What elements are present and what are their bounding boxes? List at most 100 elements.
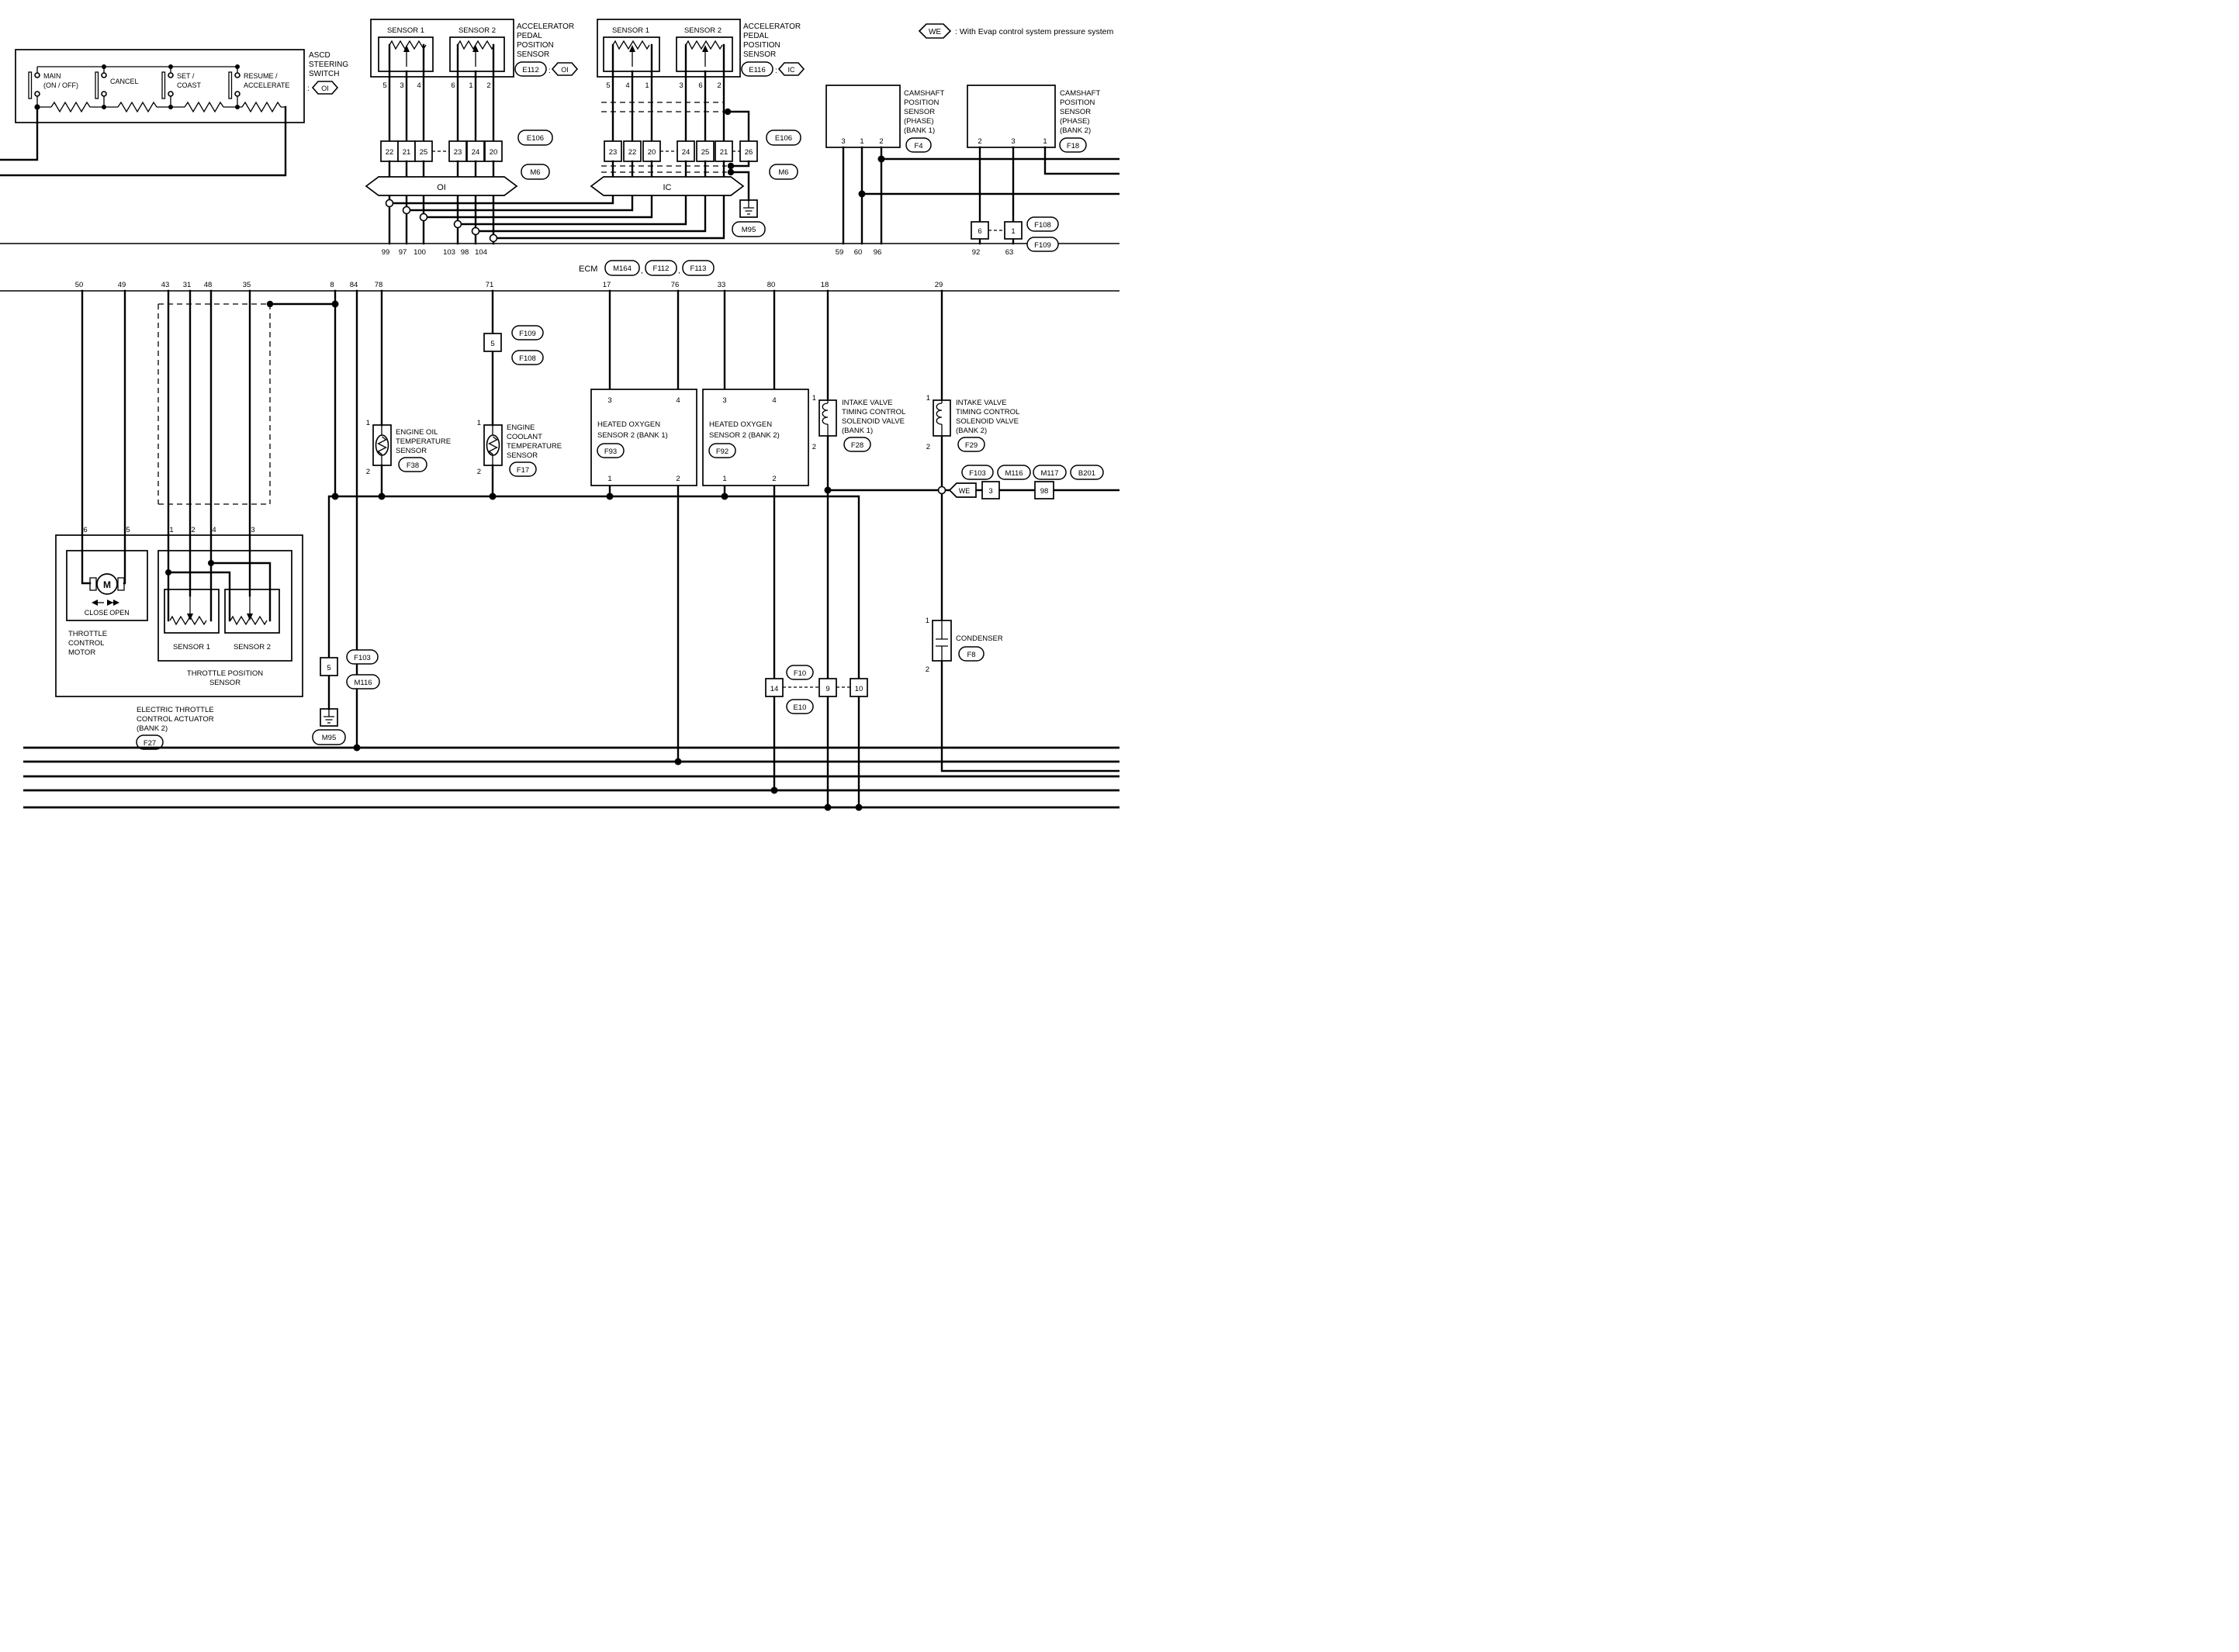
- cmp2-ref: F18: [1067, 142, 1079, 150]
- pin-label: 3: [679, 81, 683, 90]
- pin-label: 1: [169, 526, 173, 534]
- ascd-connector: OI: [321, 85, 329, 92]
- ho2s1-title: HEATED OXYGEN: [597, 420, 660, 429]
- ecm-bottom-pin: 76: [671, 281, 680, 289]
- switch-label: SET /: [177, 72, 195, 80]
- ecm: ECM M164 , F112 , F113 99 97 100 103 98 …: [0, 243, 1120, 292]
- ho2s2-title: HEATED OXYGEN: [709, 420, 772, 429]
- pin-label: 5: [126, 526, 130, 534]
- pin-label: 2: [486, 81, 490, 90]
- ecm-bottom-pin: 43: [161, 281, 170, 289]
- junction-dot: [824, 486, 832, 494]
- ecm-top-pin: 100: [414, 248, 426, 257]
- ecm-ref: F113: [690, 264, 707, 273]
- electric-throttle-control-actuator: 6 5 1 2 4 3 M CLOSE OPEN THROTTLE CONTRO…: [55, 289, 303, 750]
- connector-ref: M116: [1005, 469, 1023, 478]
- connector-circle: [471, 226, 480, 236]
- comma: ,: [641, 267, 643, 275]
- ascd-title: ASCD: [309, 51, 330, 60]
- pin-label: 3: [607, 396, 611, 405]
- pin-label: 2: [926, 665, 929, 674]
- pin-label: 2: [978, 137, 981, 146]
- switch-label: ACCELERATE: [244, 81, 289, 89]
- connector-ref: M6: [778, 168, 788, 177]
- actuator-box: [55, 534, 303, 697]
- we-branch: WE 3 98 F103 M116 M117 B201: [824, 465, 1121, 499]
- connector-ref: F103: [354, 654, 371, 662]
- ecm-top-pin: 103: [443, 248, 455, 257]
- junction-dot: [770, 786, 778, 794]
- terminal-number: 3: [988, 487, 992, 496]
- junction-dot: [208, 560, 214, 566]
- cmp2-title: POSITION: [1060, 98, 1095, 107]
- pin-label: 3: [722, 396, 726, 405]
- actuator-title: CONTROL ACTUATOR: [137, 715, 214, 724]
- connector-circle: [453, 219, 462, 229]
- cmp1-ref: F4: [914, 142, 922, 150]
- sensor1-label: SENSOR 1: [173, 643, 210, 651]
- pin-label: 6: [83, 526, 87, 534]
- ivt1-title: INTAKE VALVE: [842, 399, 892, 407]
- terminal-number: 24: [472, 148, 480, 157]
- pin-label: 6: [698, 81, 702, 90]
- junction-dot: [165, 569, 171, 575]
- ecm-bottom-pin: 18: [821, 281, 829, 289]
- wiring-diagram-page: WE : With Evap control system pressure s…: [0, 0, 1121, 826]
- cmp1-title: (PHASE): [904, 117, 934, 126]
- terminal-number: 21: [403, 148, 411, 157]
- ivt1-ref: F28: [851, 441, 863, 450]
- junction-dot: [674, 758, 682, 766]
- pin-label: 1: [1043, 137, 1047, 146]
- connector-circle: [419, 213, 428, 222]
- coolant-title: TEMPERATURE: [507, 442, 562, 451]
- pin-label: 2: [926, 443, 930, 451]
- ho2s2-ref: F92: [716, 448, 728, 456]
- ic-bus: [590, 176, 745, 196]
- pin-label: 2: [676, 475, 680, 483]
- connector-ref: B201: [1078, 469, 1095, 478]
- connector-ref: E10: [794, 703, 807, 712]
- ho2s1-title: SENSOR 2 (BANK 1): [597, 431, 668, 440]
- motor-title: THROTTLE: [68, 630, 107, 638]
- app2-connector-row: 23 22 20 24 25 21 26 E106 M6: [604, 130, 801, 180]
- junction-dot: [266, 300, 274, 308]
- ascd-steering-switch: MAIN (ON / OFF) CANCEL SET / COAST RESUM…: [0, 49, 348, 177]
- pin-label: 4: [676, 396, 680, 405]
- colon: :: [307, 85, 310, 93]
- ground-ref: M95: [742, 226, 756, 234]
- junction-dot: [858, 190, 866, 198]
- ivt1-title: SOLENOID VALVE: [842, 417, 905, 426]
- ho2s2-box: [702, 389, 809, 486]
- ivt1-title: TIMING CONTROL: [842, 408, 905, 416]
- motor-box: [66, 550, 148, 621]
- we-hexagon-icon: [918, 23, 952, 39]
- switch-label: RESUME /: [244, 72, 278, 80]
- legend: WE : With Evap control system pressure s…: [918, 23, 1113, 39]
- heated-oxygen-sensor-bank1: 3 4 1 2 HEATED OXYGEN SENSOR 2 (BANK 1) …: [590, 289, 697, 763]
- colon: :: [549, 67, 551, 75]
- tps-box: [157, 550, 292, 662]
- actuator-title: (BANK 2): [137, 724, 168, 733]
- pin-label: 5: [382, 81, 386, 90]
- terminal-number: 20: [648, 148, 656, 157]
- open-label: OPEN: [109, 609, 130, 617]
- pin-label: 2: [477, 468, 481, 476]
- terminal-number: 10: [855, 685, 863, 693]
- ivt2-title: (BANK 2): [956, 427, 987, 435]
- ecm-bottom-pin: 48: [204, 281, 213, 289]
- connector-ref: M116: [354, 679, 372, 687]
- app2-title: ACCELERATOR: [743, 22, 801, 31]
- ecm-bottom-pin: 78: [375, 281, 383, 289]
- motor-title: MOTOR: [68, 648, 95, 657]
- pin-label: 3: [841, 137, 845, 146]
- pin-label: 1: [607, 475, 611, 483]
- ecm-top-pin: 104: [475, 248, 487, 257]
- pin-label: 2: [366, 468, 370, 476]
- cmp2-title: (BANK 2): [1060, 126, 1091, 135]
- app1-box: [370, 19, 514, 78]
- pin-label: 1: [812, 394, 816, 403]
- ivt2-title: SOLENOID VALVE: [956, 417, 1019, 426]
- terminal-number: 23: [454, 148, 462, 157]
- pin-label: 4: [212, 526, 216, 534]
- connector-ref: F108: [1034, 221, 1051, 230]
